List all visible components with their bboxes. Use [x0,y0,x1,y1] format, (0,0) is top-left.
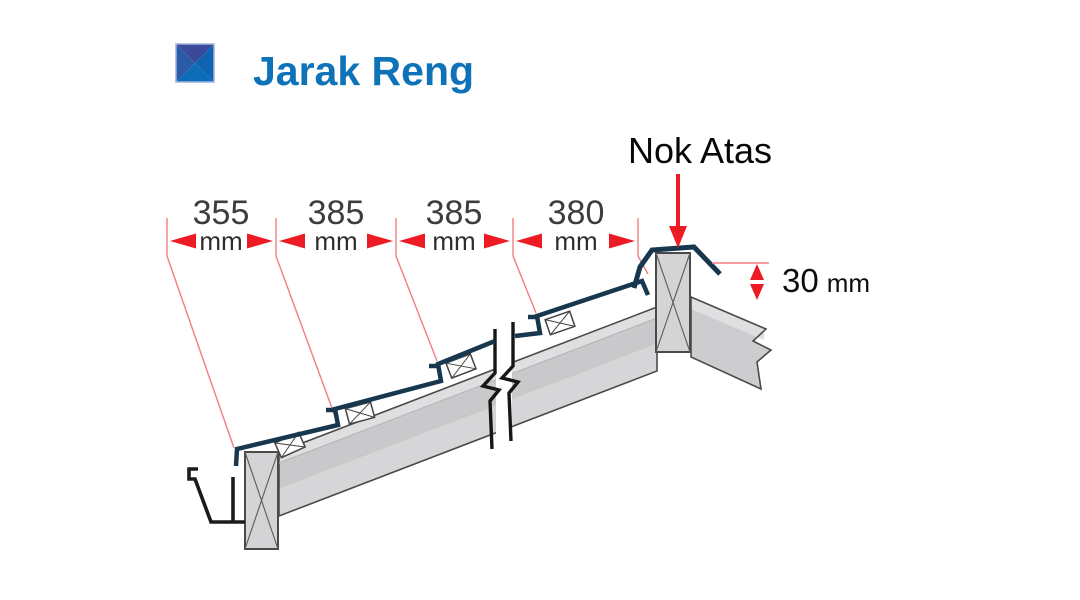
dim-4-unit: mm [554,226,597,256]
title-bullet-icon [175,43,215,83]
dim-3-value: 385 [426,194,483,232]
dimension-ticks [166,218,639,256]
nok-atas-arrow [669,174,687,248]
break-lines [479,318,522,450]
batten-2 [344,400,376,426]
roof-beam [278,305,658,518]
ridge-board [655,252,691,353]
dim-4-value: 380 [548,194,605,232]
dim-2-unit: mm [314,226,357,256]
batten-4 [544,310,576,336]
batten-3 [445,352,477,380]
ridge-beam-right [690,295,773,391]
ridge-cap [631,244,722,289]
dim-2-value: 385 [308,194,365,232]
gap-double-arrow [750,264,764,300]
gutter-profile [187,467,245,524]
dimension-labels: 355 mm 385 mm 385 mm 380 mm [193,194,605,256]
dim-1-value: 355 [193,194,250,232]
dimension-extension-lines [166,255,649,449]
dim-3-unit: mm [432,226,475,256]
eave-fascia-board [244,451,279,550]
dim-1-unit: mm [199,226,242,256]
dimension-arrows [170,233,635,249]
roof-sheet [233,278,651,467]
page-title: Jarak Reng [253,48,474,94]
nok-atas-label: Nok Atas [628,130,772,171]
